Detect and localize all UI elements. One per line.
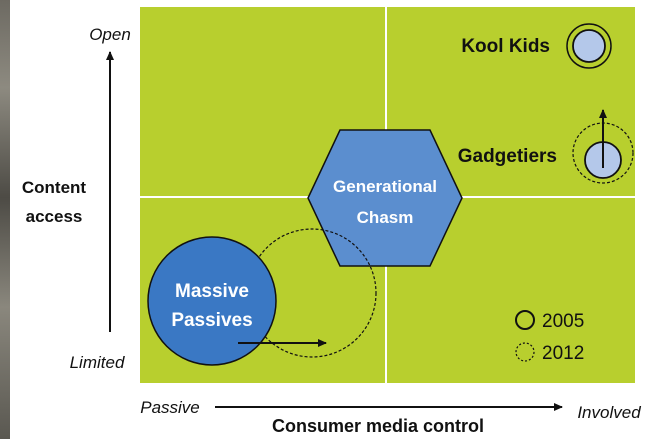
generational-chasm-label-line2: Chasm [357, 208, 414, 227]
gadgetiers-label: Gadgetiers [458, 146, 557, 167]
legend-2012-marker [515, 342, 535, 362]
x-axis-title: Consumer media control [272, 416, 484, 436]
y-axis-title-line1: Content [22, 178, 87, 197]
y-axis-top-label: Open [89, 25, 131, 44]
generational-chasm-label-line1: Generational [333, 177, 437, 196]
massive-passives-label-line1: Massive [175, 281, 249, 302]
y-axis-bottom-label: Limited [70, 353, 125, 372]
kool-kids-label: Kool Kids [461, 36, 550, 57]
kool-kids-2005-bubble [572, 29, 606, 63]
legend-2012-label: 2012 [542, 343, 584, 364]
massive-passives-label-line2: Passives [171, 310, 252, 331]
x-axis-right-label: Involved [577, 403, 641, 422]
legend-2005-marker [515, 310, 535, 330]
background-photo-strip [0, 0, 10, 439]
generational-chasm-hexagon [307, 129, 463, 267]
x-axis-left-label: Passive [140, 398, 200, 417]
massive-passives-2005-bubble [147, 236, 277, 366]
kool-kids-2012-ring [566, 23, 612, 69]
y-axis-title-line2: access [26, 207, 83, 226]
legend-2005-label: 2005 [542, 311, 584, 332]
